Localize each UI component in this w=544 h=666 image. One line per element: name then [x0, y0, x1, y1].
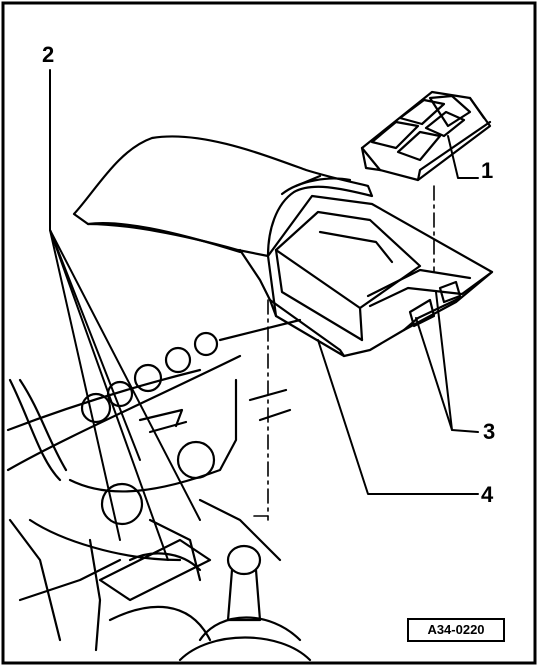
- leader-lines: [49, 69, 479, 561]
- callout-label-2: 2: [42, 42, 55, 67]
- callout-label-1: 1: [481, 158, 494, 183]
- part-4-console-tray: [72, 135, 494, 358]
- dashboard-assembly: [6, 318, 312, 662]
- callout-label-4: 4: [481, 482, 494, 507]
- part-1-switch-module: [360, 90, 492, 182]
- callout-label-3: 3: [483, 419, 496, 444]
- alignment-lines: [253, 185, 435, 521]
- figure-reference-code: A34-0220: [407, 618, 505, 642]
